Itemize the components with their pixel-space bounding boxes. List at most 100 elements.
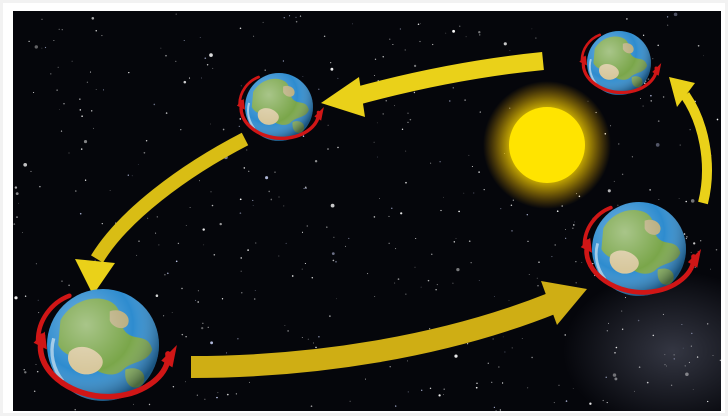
star <box>607 330 608 331</box>
star <box>405 182 407 184</box>
star <box>467 343 468 344</box>
star <box>414 267 415 268</box>
star <box>674 13 678 17</box>
star <box>283 60 284 61</box>
star <box>607 402 608 403</box>
star <box>197 301 199 303</box>
star <box>203 245 204 246</box>
star <box>603 400 604 401</box>
star <box>337 147 338 148</box>
star <box>657 45 658 46</box>
star <box>330 68 333 71</box>
star <box>305 186 307 188</box>
star <box>18 203 19 204</box>
star <box>449 100 450 101</box>
star <box>87 82 88 83</box>
star <box>538 261 540 263</box>
star <box>289 15 290 16</box>
star <box>698 45 700 47</box>
star <box>622 174 623 175</box>
star <box>443 388 444 389</box>
star <box>405 49 406 50</box>
star <box>703 55 704 56</box>
star <box>16 192 19 195</box>
star <box>204 399 205 400</box>
star <box>656 143 660 147</box>
star <box>625 297 626 298</box>
star <box>498 367 499 368</box>
star <box>614 181 615 182</box>
star <box>252 200 253 201</box>
star <box>454 354 457 357</box>
star <box>210 341 213 344</box>
star <box>374 216 376 218</box>
star <box>50 73 51 74</box>
sun-icon <box>483 81 611 209</box>
star <box>92 17 95 20</box>
star <box>241 292 242 293</box>
star <box>303 76 304 77</box>
star <box>383 56 384 57</box>
star <box>394 283 395 284</box>
star <box>572 228 573 229</box>
star <box>407 113 408 114</box>
star <box>565 238 566 239</box>
star <box>504 42 507 45</box>
star <box>535 38 536 39</box>
star <box>717 119 719 121</box>
star <box>650 95 652 97</box>
star <box>374 142 375 143</box>
star <box>305 263 306 264</box>
star <box>283 205 284 206</box>
star <box>659 199 660 200</box>
star <box>557 210 559 212</box>
star <box>210 124 211 125</box>
star <box>554 402 555 403</box>
star <box>176 14 177 15</box>
star <box>716 249 718 251</box>
star <box>618 143 619 144</box>
star <box>285 325 286 326</box>
star <box>185 336 186 337</box>
star <box>167 272 169 274</box>
star <box>511 230 512 231</box>
star <box>24 371 26 373</box>
star <box>246 150 247 151</box>
star <box>128 175 129 176</box>
star <box>102 223 103 224</box>
star <box>335 261 337 263</box>
star <box>511 204 513 206</box>
star <box>573 224 574 225</box>
star <box>681 324 682 325</box>
star <box>400 29 401 30</box>
star <box>254 298 256 300</box>
star <box>592 263 593 264</box>
star <box>614 352 616 354</box>
star <box>685 365 686 366</box>
star <box>377 123 378 124</box>
star <box>405 151 406 152</box>
star <box>386 100 387 101</box>
star <box>643 35 644 36</box>
star <box>307 225 308 226</box>
orbit-scene <box>13 11 721 411</box>
star <box>491 382 492 383</box>
star <box>415 238 416 239</box>
star <box>478 31 480 33</box>
star <box>328 125 329 126</box>
star <box>226 352 227 353</box>
star <box>295 17 296 18</box>
star <box>136 255 137 256</box>
star <box>184 40 185 41</box>
star <box>407 122 408 123</box>
star <box>241 271 242 272</box>
star <box>503 337 504 338</box>
star <box>61 131 62 132</box>
star <box>469 155 470 156</box>
star <box>649 189 650 190</box>
star <box>195 300 196 301</box>
star <box>103 89 104 90</box>
star <box>407 360 408 361</box>
star <box>438 394 440 396</box>
star <box>184 81 187 84</box>
